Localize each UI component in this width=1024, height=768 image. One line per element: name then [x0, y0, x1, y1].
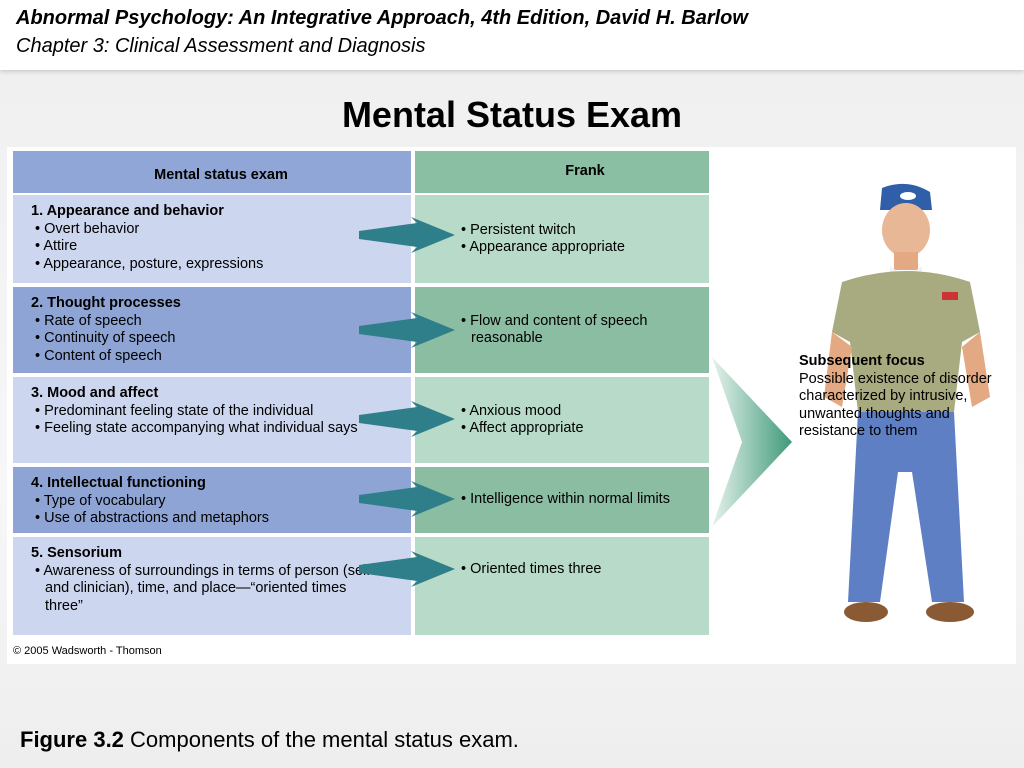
exam-item: • Continuity of speech — [35, 330, 176, 346]
exam-row-title: 5. Sensorium — [31, 545, 123, 561]
frank-row: • Intelligence within normal limits — [415, 467, 709, 533]
right-arrow-icon — [359, 312, 455, 348]
frank-item: • Oriented times three — [461, 561, 602, 577]
exam-item: • Use of abstractions and metaphors — [35, 510, 269, 526]
exam-row-title: 4. Intellectual functioning — [31, 475, 206, 491]
exam-row: 4. Intellectual functioning • Type of vo… — [13, 467, 411, 533]
exam-row: 5. Sensorium • Awareness of surroundings… — [13, 537, 411, 635]
frank-row: • Anxious mood • Affect appropriate — [415, 377, 709, 463]
frank-row: • Persistent twitch • Appearance appropr… — [415, 195, 709, 283]
right-arrow-icon — [359, 481, 455, 517]
figure-caption: Figure 3.2 Components of the mental stat… — [20, 727, 519, 753]
slide-title: Mental Status Exam — [341, 94, 683, 135]
exam-item: • Awareness of surroundings in terms of … — [35, 562, 371, 614]
focus-text: Possible existence of disorder character… — [799, 370, 992, 440]
exam-item: • Rate of speech — [35, 312, 142, 329]
right-arrow-icon — [359, 551, 455, 587]
exam-item: • Attire — [35, 238, 78, 254]
figure-panel: Mental status exam Frank 1. Appearance a… — [7, 147, 1016, 664]
frank-row: • Oriented times three — [415, 537, 709, 635]
right-arrow-icon — [359, 217, 455, 253]
column-header-exam: Mental status exam — [13, 151, 411, 193]
man-illustration — [824, 183, 990, 622]
frank-item: • Anxious mood — [461, 402, 562, 419]
book-title: Abnormal Psychology: An Integrative Appr… — [16, 7, 748, 29]
exam-item: • Feeling state accompanying what indivi… — [35, 420, 358, 436]
exam-row: 1. Appearance and behavior • Overt behav… — [13, 195, 411, 283]
exam-item: • Predominant feeling state of the indiv… — [35, 402, 314, 419]
frank-item: • Appearance appropriate — [461, 239, 625, 255]
exam-row: 2. Thought processes • Rate of speech • … — [13, 287, 411, 373]
exam-item: • Type of vocabulary — [35, 492, 166, 509]
chevron-arrow-icon — [712, 357, 792, 527]
frank-item: • Intelligence within normal limits — [461, 491, 670, 508]
exam-row-title: 2. Thought processes — [31, 295, 181, 311]
focus-title: Subsequent focus — [799, 353, 925, 369]
exam-row-title: 1. Appearance and behavior — [31, 203, 224, 219]
exam-item: • Overt behavior — [35, 220, 140, 237]
exam-row-title: 3. Mood and affect — [31, 385, 159, 401]
chapter-title: Chapter 3: Clinical Assessment and Diagn… — [16, 35, 426, 57]
figure-label: Figure 3.2 — [20, 727, 124, 752]
subsequent-focus-note: Subsequent focus Possible existence of d… — [799, 353, 1013, 441]
figure-caption-text: Components of the mental status exam. — [130, 727, 519, 752]
frank-item: • Affect appropriate — [461, 420, 584, 436]
right-arrow-icon — [359, 401, 455, 437]
exam-row: 3. Mood and affect • Predominant feeling… — [13, 377, 411, 463]
exam-item: • Content of speech — [35, 347, 162, 364]
copyright-notice: © 2005 Wadsworth - Thomson — [13, 645, 162, 657]
slide-header: Abnormal Psychology: An Integrative Appr… — [0, 0, 1024, 70]
frank-item: • Persistent twitch — [461, 221, 576, 238]
frank-row: • Flow and content of speech reasonable — [415, 287, 709, 373]
column-header-frank: Frank — [415, 151, 709, 193]
frank-item: • Flow and content of speech reasonable — [461, 312, 648, 347]
exam-item: • Appearance, posture, expressions — [35, 255, 264, 272]
